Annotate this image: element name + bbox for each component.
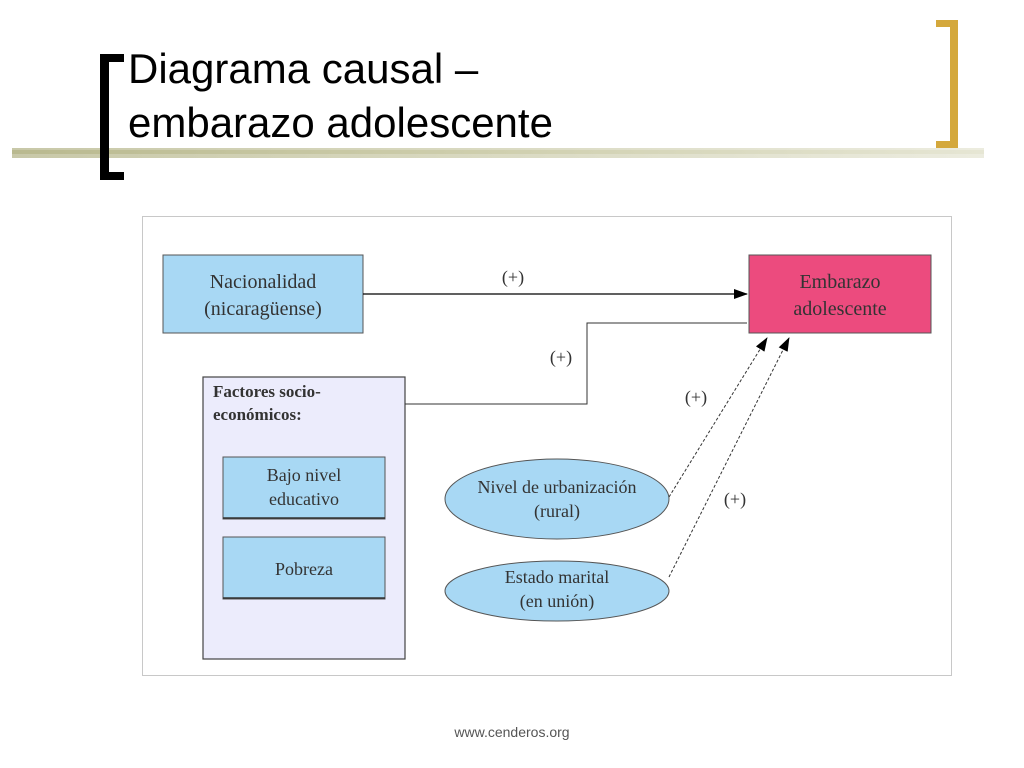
right-bracket-decoration: [936, 20, 958, 148]
node-urbanizacion-line2: (rural): [534, 501, 580, 522]
edge-label-nacionalidad: (+): [502, 267, 524, 288]
left-bracket-decoration: [100, 54, 124, 180]
node-factores-line2: económicos:: [213, 405, 302, 424]
edge-estado-marital-embarazo: [668, 337, 790, 578]
node-bajo-nivel-box: [222, 456, 386, 520]
node-embarazo-box: [748, 254, 932, 334]
edge-label-estado-marital: (+): [724, 489, 746, 510]
node-estado-marital-ellipse: [444, 560, 670, 622]
edge-label-factores: (+): [550, 347, 572, 368]
node-factores-line1: Factores socio-: [213, 382, 321, 401]
footer-url: www.cenderos.org: [454, 724, 570, 740]
node-nacionalidad-box: [162, 254, 364, 334]
causal-diagram: Nacionalidad (nicaragüense) Embarazo ado…: [142, 216, 952, 676]
edge-label-urbanizacion: (+): [685, 387, 707, 408]
node-pobreza-box: [222, 536, 386, 600]
node-estado-marital-line2: (en unión): [520, 591, 594, 612]
node-urbanizacion-line1: Nivel de urbanización: [478, 477, 637, 497]
node-urbanizacion-ellipse: [444, 458, 670, 540]
node-nacionalidad-line1: Nacionalidad: [210, 271, 317, 293]
slide-title: Diagrama causal – embarazo adolescente: [128, 42, 908, 150]
node-estado-marital-line1: Estado marital: [505, 567, 609, 587]
node-bajo-nivel-line2: educativo: [269, 489, 339, 509]
slide-title-line2: embarazo adolescente: [128, 99, 553, 146]
slide-title-line1: Diagrama causal –: [128, 45, 479, 92]
edge-factores-embarazo: [405, 322, 747, 405]
node-pobreza-label: Pobreza: [275, 559, 333, 579]
title-underline-bar-inner: [12, 150, 984, 154]
causal-diagram-canvas: Nacionalidad (nicaragüense) Embarazo ado…: [162, 254, 932, 660]
node-embarazo-line2: adolescente: [793, 298, 886, 320]
edge-urbanizacion-embarazo: [668, 337, 768, 498]
node-nacionalidad-line2: (nicaragüense): [204, 298, 322, 320]
node-bajo-nivel-line1: Bajo nivel: [267, 465, 342, 485]
node-embarazo-line1: Embarazo: [799, 271, 880, 293]
